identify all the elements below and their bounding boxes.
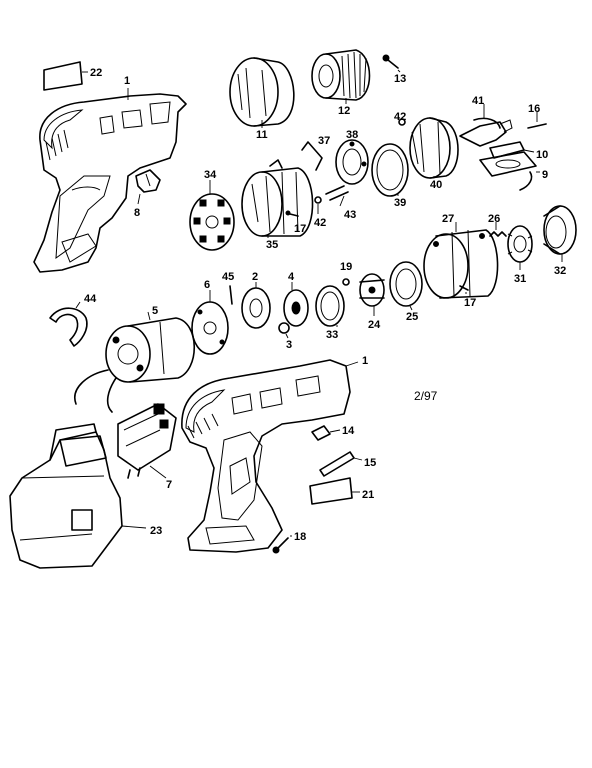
date-code: 2/97 [414, 389, 438, 403]
part-6-end-plate [191, 290, 229, 355]
part-42-ball-upper [398, 117, 406, 126]
callout-19: 19 [340, 261, 352, 273]
part-17-screw-lower [459, 285, 469, 294]
part-9-plate [479, 151, 540, 191]
part-37-wire-spring [301, 141, 323, 171]
part-12-chuck [311, 49, 371, 104]
callout-21: 21 [362, 489, 374, 501]
callout-4: 4 [288, 271, 295, 283]
part-41-spindle [459, 104, 513, 147]
callout-38: 38 [346, 129, 358, 141]
part-45-pin [229, 285, 233, 305]
callout-41: 41 [472, 95, 484, 107]
part-16-pin [527, 112, 547, 129]
callout-24: 24 [368, 319, 381, 331]
part-2-washer [241, 282, 271, 329]
callout-1-main: 1 [362, 355, 368, 367]
part-3-washer [278, 322, 290, 339]
callout-42-upper: 42 [394, 111, 406, 123]
part-33-ring [315, 285, 345, 327]
part-34-carrier-plate [189, 180, 235, 251]
part-25-ring-gear [389, 261, 423, 311]
callout-44: 44 [84, 293, 97, 305]
part-18-screw [272, 535, 292, 554]
callout-15: 15 [364, 457, 376, 469]
callout-39: 39 [394, 197, 406, 209]
callout-31: 31 [514, 273, 526, 285]
part-15-bit [319, 451, 363, 477]
part-4-pinion [283, 282, 309, 327]
callout-8: 8 [134, 207, 140, 219]
callout-labels: 22 1 8 11 12 13 41 16 42 38 37 10 9 39 4… [84, 67, 566, 543]
part-14-switch-button [311, 425, 341, 441]
callout-9: 9 [542, 169, 548, 181]
part-42-ball-lower [314, 196, 322, 214]
callout-27: 27 [442, 213, 454, 225]
callout-23: 23 [150, 525, 162, 537]
callout-25: 25 [406, 311, 418, 323]
callout-12: 12 [338, 105, 350, 117]
callout-11: 11 [256, 129, 268, 141]
callout-26: 26 [488, 213, 500, 225]
callout-42-lower: 42 [314, 217, 326, 229]
part-43-pins [325, 185, 349, 207]
callout-7: 7 [166, 479, 172, 491]
callout-1-top: 1 [124, 75, 130, 87]
callout-34: 34 [204, 169, 217, 181]
part-23-battery-pack [9, 423, 147, 569]
callout-16: 16 [528, 103, 540, 115]
part-31-gear [507, 225, 533, 270]
part-35-gearbox-housing [241, 159, 314, 238]
callout-43: 43 [344, 209, 356, 221]
callout-37: 37 [318, 135, 330, 147]
callout-35: 35 [266, 239, 278, 251]
callout-6: 6 [204, 279, 210, 291]
part-26-spring [489, 222, 507, 237]
part-19-ball [342, 278, 350, 286]
callout-10: 10 [536, 149, 548, 161]
part-21-label [309, 477, 360, 505]
callout-17-upper: 17 [294, 223, 306, 235]
part-1-housing-left [33, 88, 187, 273]
part-10-bracket [489, 141, 535, 159]
part-44-clip [49, 301, 88, 347]
part-38-clutch-ring [335, 139, 369, 185]
callout-17-lower: 17 [464, 297, 476, 309]
part-24-planet-carrier [359, 273, 385, 316]
callout-22: 22 [90, 67, 102, 79]
part-5-motor [74, 311, 196, 413]
callout-40: 40 [430, 179, 442, 191]
part-27-housing-plate [423, 222, 499, 299]
part-7-switch [117, 403, 177, 479]
callout-5: 5 [152, 305, 158, 317]
callout-32: 32 [554, 265, 566, 277]
part-32-ring-gear [543, 205, 577, 262]
part-39-spring-ring [371, 143, 409, 197]
part-17-screw-upper [285, 210, 299, 217]
part-13-screw [382, 54, 401, 73]
part-8-trigger [135, 169, 161, 205]
callout-33: 33 [326, 329, 338, 341]
callout-3: 3 [286, 339, 292, 351]
callout-14: 14 [342, 425, 355, 437]
part-11-collar [229, 57, 295, 128]
part-40-gear-case [409, 117, 459, 179]
part-22-label [43, 61, 88, 91]
callout-2: 2 [252, 271, 258, 283]
callout-18: 18 [294, 531, 306, 543]
callout-45: 45 [222, 271, 234, 283]
callout-13: 13 [394, 73, 406, 85]
part-1-housing-right [181, 359, 359, 553]
